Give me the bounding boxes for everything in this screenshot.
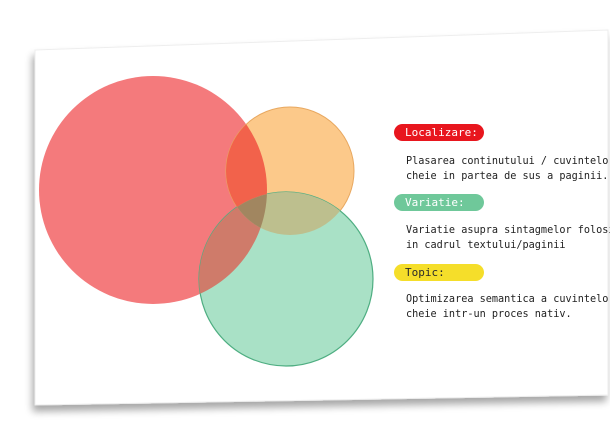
variatie-line-2: in cadrul textului/paginii xyxy=(406,240,566,251)
topic-line-1: Optimizarea semantica a cuvintelor xyxy=(406,294,610,305)
variatie-line-1: Variatie asupra sintagmelor folosite xyxy=(406,225,610,236)
topic-description: Optimizarea semantica a cuvintelor cheie… xyxy=(406,292,610,322)
localizare-description: Plasarea continutului / cuvintelor cheie… xyxy=(406,154,610,184)
localizare-line-1: Plasarea continutului / cuvintelor xyxy=(406,156,610,167)
localizare-badge: Localizare: xyxy=(394,124,484,141)
topic-badge: Topic: xyxy=(394,264,484,281)
variatie-description: Variatie asupra sintagmelor folosite in … xyxy=(406,223,610,253)
overlap-red-green xyxy=(199,192,267,304)
localizare-line-2: cheie in partea de sus a paginii. xyxy=(406,171,609,182)
variatie-badge: Variatie: xyxy=(394,194,484,211)
topic-line-2: cheie intr-un proces nativ. xyxy=(406,309,572,320)
